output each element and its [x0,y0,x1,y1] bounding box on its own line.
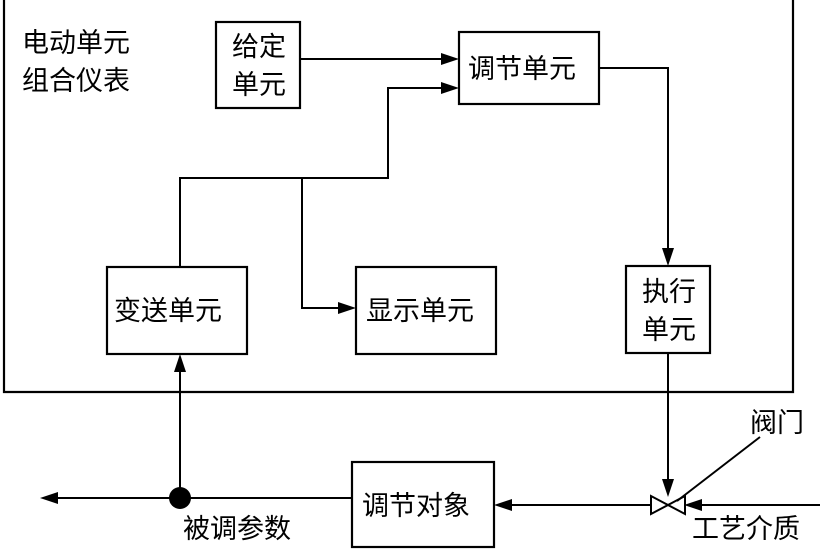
valve-label: 阀门 [750,408,804,439]
arrowhead-actuator-to-valve [662,479,674,497]
transmitter-unit-label: 变送单元 [114,296,222,327]
arrowhead-process-output [40,492,58,504]
actuator-unit-label-2: 单元 [642,315,696,346]
arrowhead-setpoint-to-controller [441,53,459,65]
measurement-point [169,487,191,509]
transmitter-unit-block: 变送单元 [105,265,249,356]
process-object-label: 调节对象 [362,491,470,522]
process-medium-label: 工艺介质 [692,514,800,545]
setpoint-unit-block: 给定 单元 [214,20,302,110]
line-controller-to-actuator [599,67,669,252]
system-label-line-2: 组合仪表 [22,66,130,97]
system-label-line-1: 电动单元 [22,28,130,59]
arrowhead-controller-to-actuator [662,248,674,266]
actuator-unit-block: 执行 单元 [624,264,712,355]
controller-unit-label: 调节单元 [468,54,576,85]
actuator-unit-label-1: 执行 [642,277,696,308]
process-object-block: 调节对象 [350,460,496,549]
valve-label-leader [676,436,761,502]
arrowhead-medium-inflow [684,499,702,511]
display-unit-block: 显示单元 [354,265,498,356]
arrowhead-valve-to-process [494,499,512,511]
line-branch-to-display [301,178,342,309]
setpoint-unit-label-1: 给定 [232,32,286,63]
arrowhead-measurement-to-transmitter [174,354,186,372]
controlled-variable-label: 被调参数 [183,514,291,545]
setpoint-unit-label-2: 单元 [232,70,286,101]
valve-icon [650,494,671,516]
arrowhead-transmitter-to-controller [441,82,459,94]
controller-unit-block: 调节单元 [457,30,601,106]
display-unit-label: 显示单元 [366,296,474,327]
arrowhead-to-display [338,302,356,314]
line-transmitter-to-controller [179,87,445,267]
valve-icon-right [665,494,686,516]
instrument-enclosure [2,0,795,394]
